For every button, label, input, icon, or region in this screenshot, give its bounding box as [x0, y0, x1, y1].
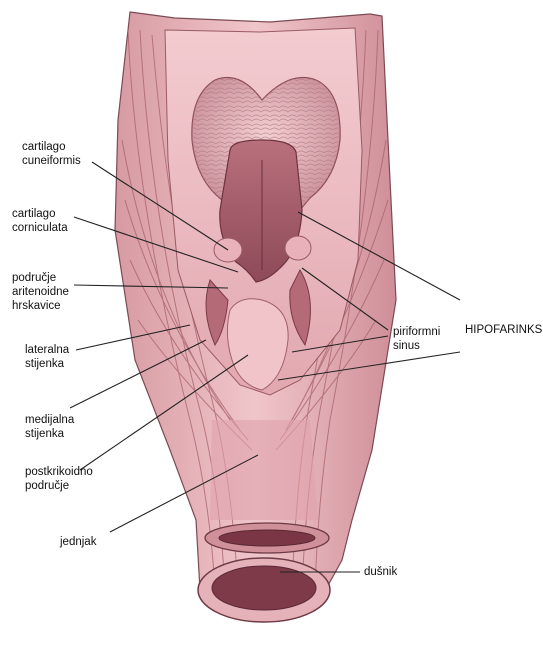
esophagus-lumen — [219, 530, 315, 546]
label-jednjak: jednjak — [60, 535, 96, 549]
label-medijalna-stijenka: medijalna stijenka — [25, 413, 74, 441]
label-lateralna-stijenka: lateralna stijenka — [25, 343, 69, 371]
label-dusnik: dušnik — [364, 565, 397, 579]
trachea-lumen — [212, 566, 316, 610]
corniculate-right — [285, 236, 311, 260]
esophagus — [210, 420, 318, 520]
label-aritenoidne-hrskavice: područje aritenoidne hrskavice — [12, 271, 69, 313]
label-hipofarinks: HIPOFARINKS — [465, 323, 542, 337]
label-postkrikoidno-podrucje: postkrikoidno područje — [25, 465, 93, 493]
label-piriformni-sinus: piriformni sinus — [393, 325, 440, 353]
label-cartilago-cuneiformis: cartilago cuneiformis — [22, 140, 81, 168]
label-cartilago-corniculata: cartilago corniculata — [12, 207, 68, 235]
